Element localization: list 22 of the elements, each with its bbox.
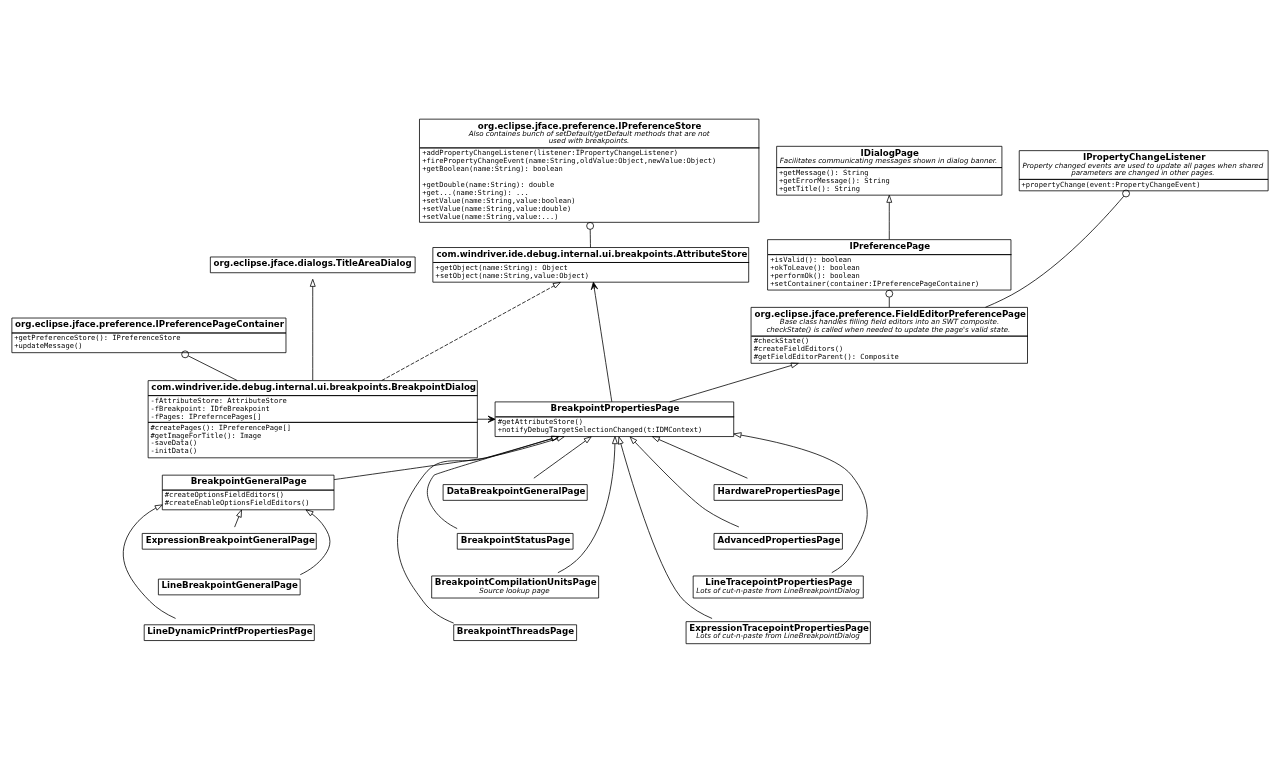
arrow [533, 435, 592, 479]
arrow [669, 362, 799, 402]
arrow [733, 431, 868, 573]
arrow [477, 415, 496, 423]
arrow [397, 435, 560, 623]
arrow [651, 435, 748, 479]
arrow [381, 281, 561, 381]
arrow [426, 435, 560, 529]
connector [985, 189, 1130, 308]
arrow [234, 509, 242, 527]
connector [586, 221, 594, 248]
arrow [333, 435, 565, 480]
arrow [557, 435, 618, 573]
arrow [299, 508, 331, 575]
connector [181, 349, 238, 381]
arrow [122, 503, 176, 619]
arrow [629, 436, 740, 527]
connector [885, 289, 894, 308]
arrow [309, 278, 316, 381]
arrow [618, 435, 713, 619]
arrow [886, 194, 893, 240]
arrow [590, 281, 613, 402]
